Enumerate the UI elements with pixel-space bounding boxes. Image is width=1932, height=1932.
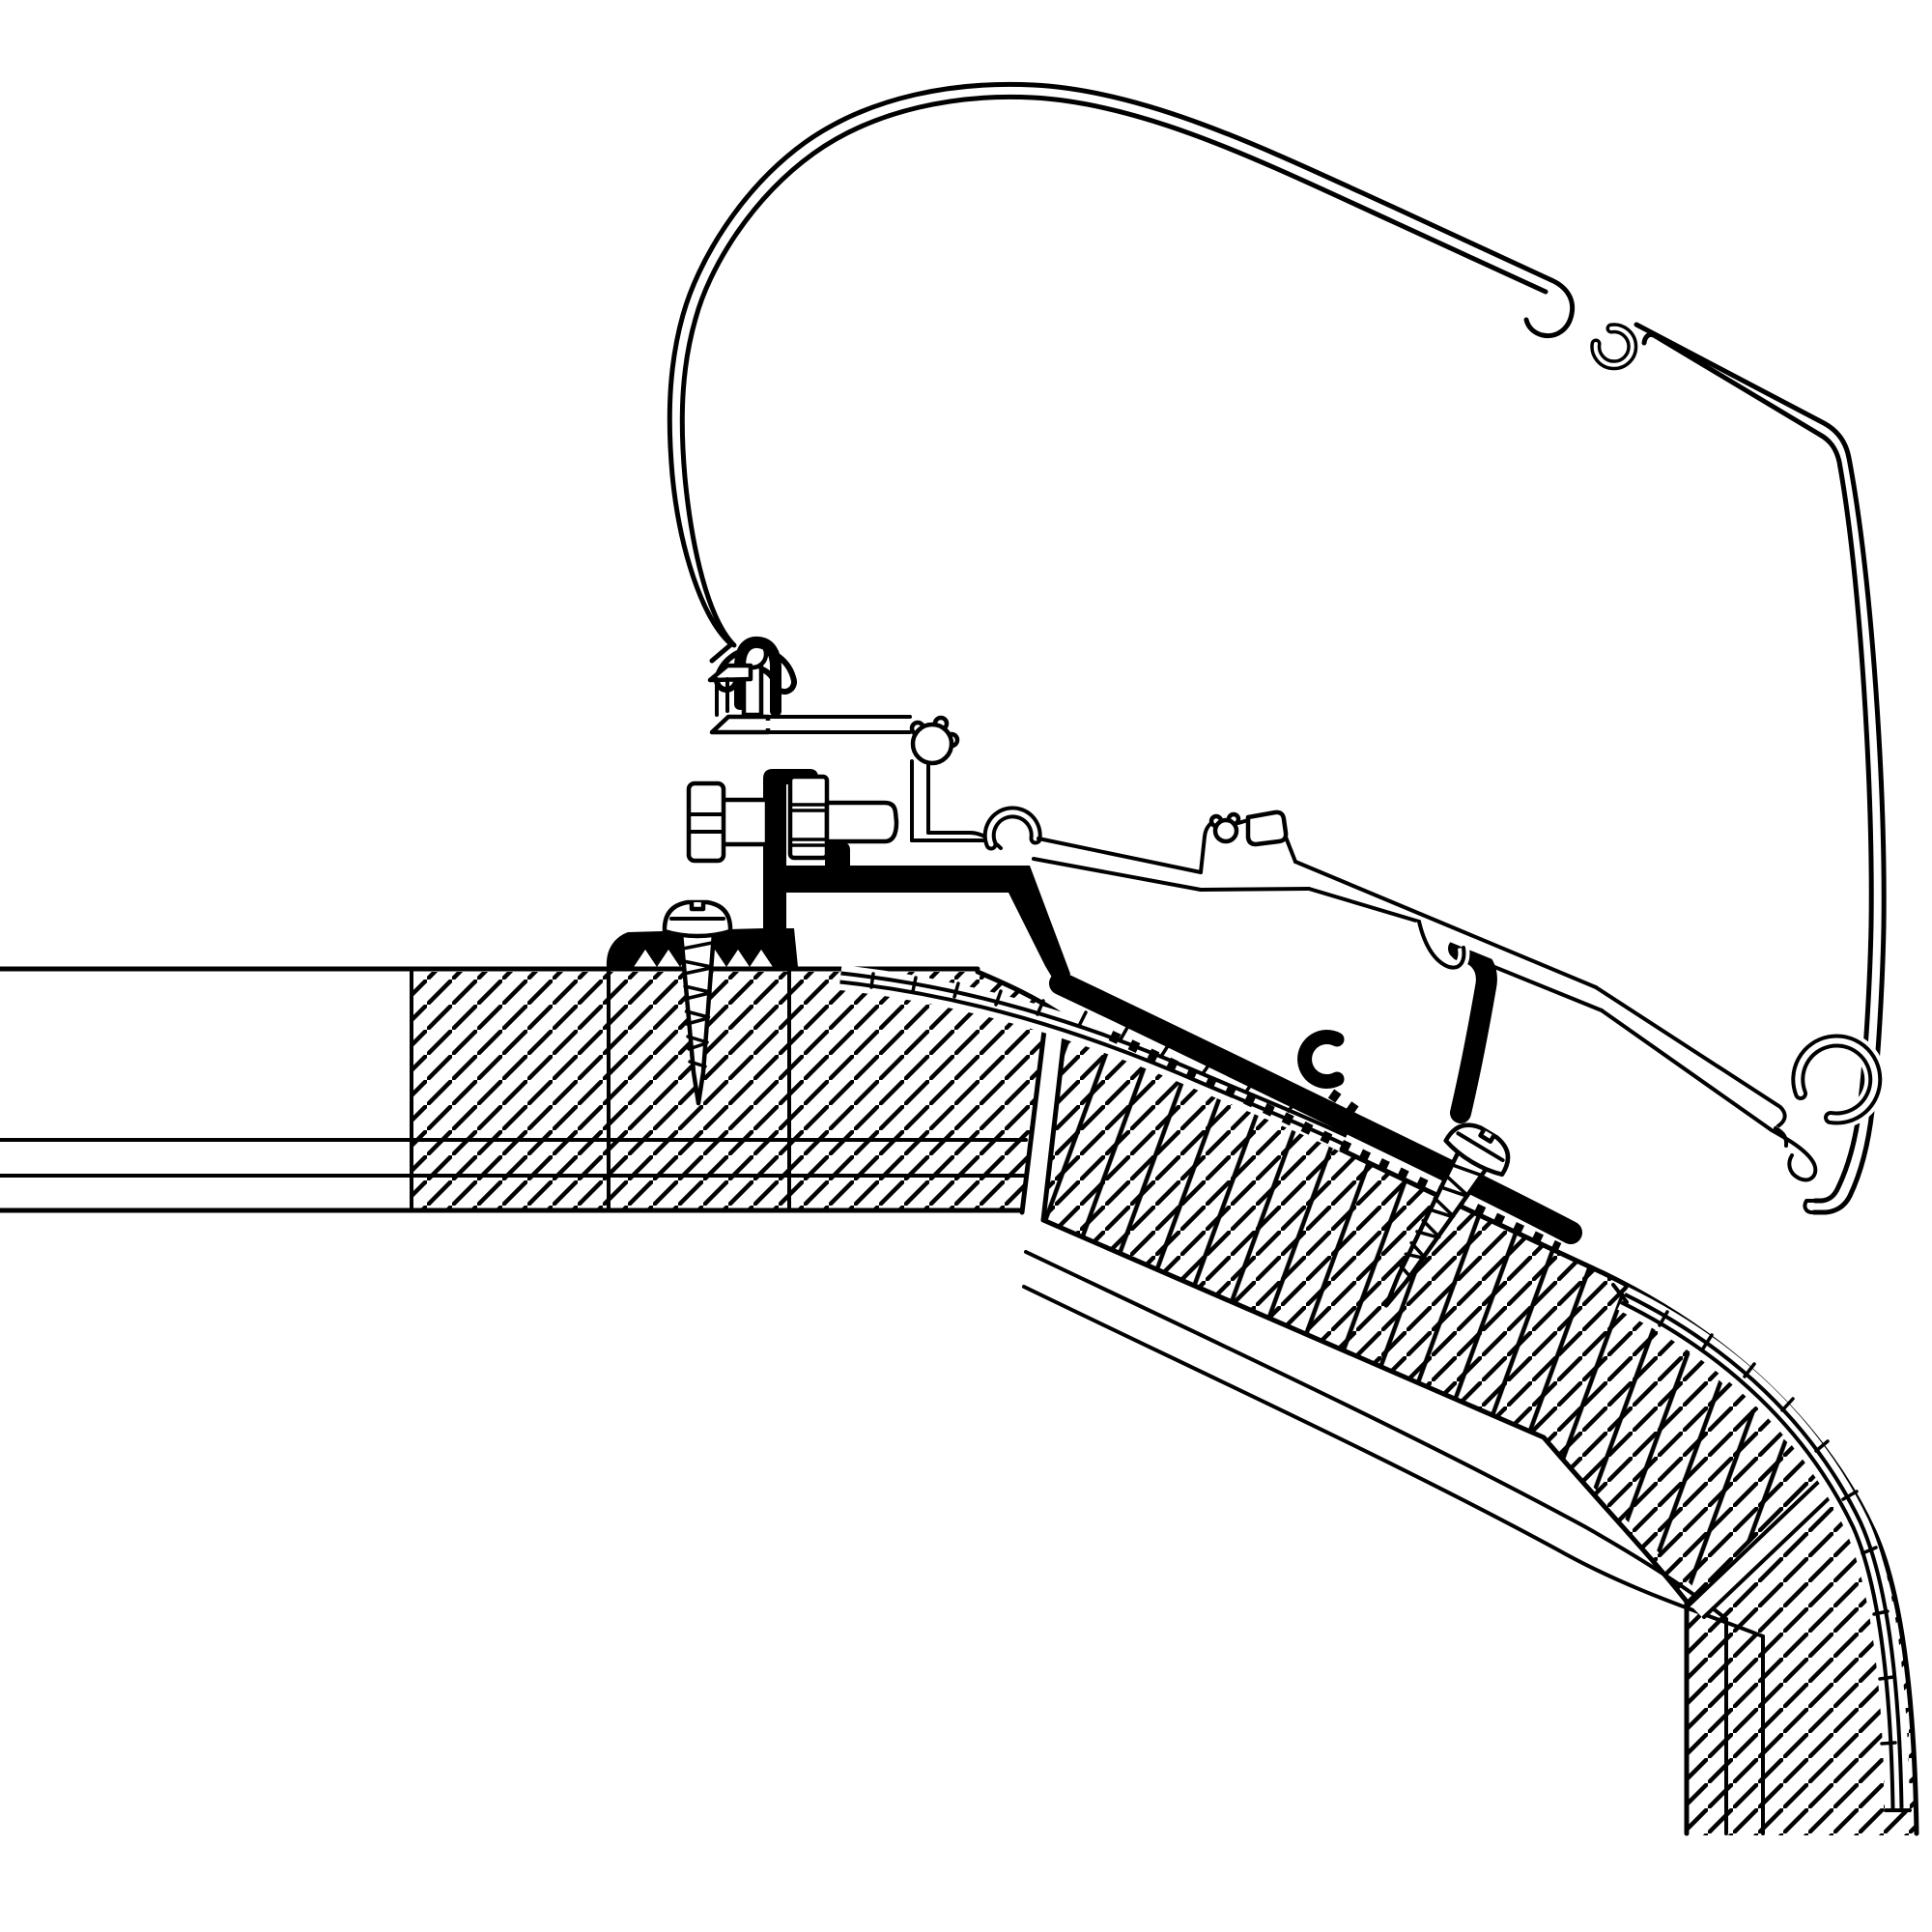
- rail-bottom-flange: [709, 714, 771, 735]
- case-outer-line: [667, 81, 1554, 664]
- bolt-shank-end: [824, 800, 899, 844]
- adapter-foot-and-strut: [786, 842, 1070, 995]
- rail-end-j-hook: [1769, 1124, 1822, 1186]
- rail-mid-clip: [1199, 810, 1311, 892]
- roof-skin-strip-outer: [1611, 1283, 1912, 1812]
- slope-layer-lines: [1022, 1250, 1765, 1638]
- adapter-base-band: [1049, 972, 1582, 1244]
- roof-panel-seam: [1687, 1470, 1845, 1619]
- rail-top-flange: [707, 663, 753, 683]
- adapter-top-hook: [734, 636, 781, 717]
- adapter-support-web: [1450, 940, 1497, 1123]
- awning-case-profile: [667, 81, 1887, 1215]
- awning-rail-profile: [707, 636, 1822, 1186]
- roof-section-sloped: [975, 969, 1919, 1836]
- rail-branch-hook: [1417, 920, 1466, 970]
- bolt-head: [686, 781, 726, 864]
- sloped-block-left-edge: [1040, 1015, 1069, 1223]
- case-joint-hook: [1523, 277, 1638, 371]
- wall-layer-lines: [1724, 1617, 1765, 1835]
- case-end-ring: [1787, 1030, 1887, 1129]
- case-inner-line: [679, 94, 1548, 648]
- bolt-shank: [720, 797, 770, 847]
- roof-section-left: [0, 966, 1050, 1215]
- hex-bolt: [686, 774, 899, 864]
- keder-hook: [1297, 1030, 1345, 1089]
- rail-knurl-boss: [909, 715, 960, 766]
- band-serration: [1108, 1031, 1562, 1253]
- case-end-foot: [1803, 1199, 1817, 1215]
